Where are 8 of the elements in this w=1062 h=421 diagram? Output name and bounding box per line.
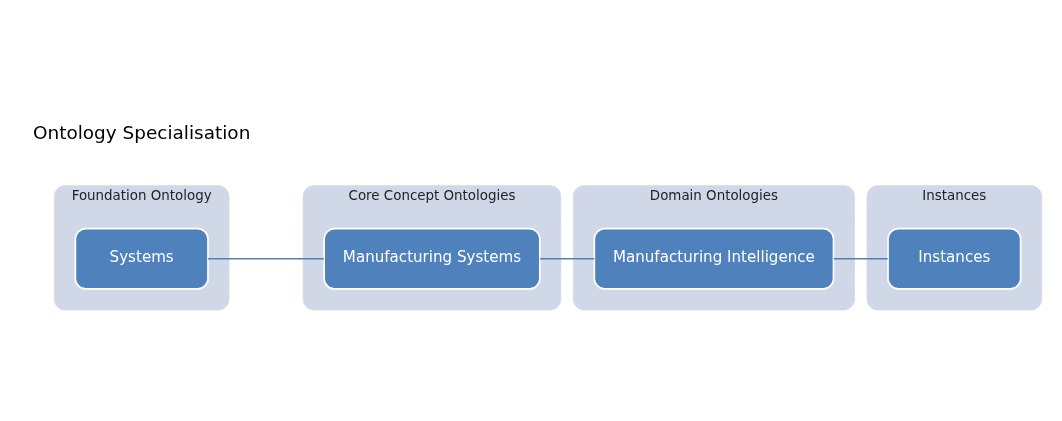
node-box: Manufacturing Intelligence	[593, 227, 835, 290]
node-box: Manufacturing Systems	[323, 227, 541, 290]
connector	[832, 257, 889, 260]
node-box: Systems	[74, 227, 209, 290]
connector	[539, 257, 596, 260]
node-box: Instances	[887, 227, 1022, 290]
connector	[207, 257, 325, 260]
label: Ontology Specialisation	[32, 122, 251, 144]
